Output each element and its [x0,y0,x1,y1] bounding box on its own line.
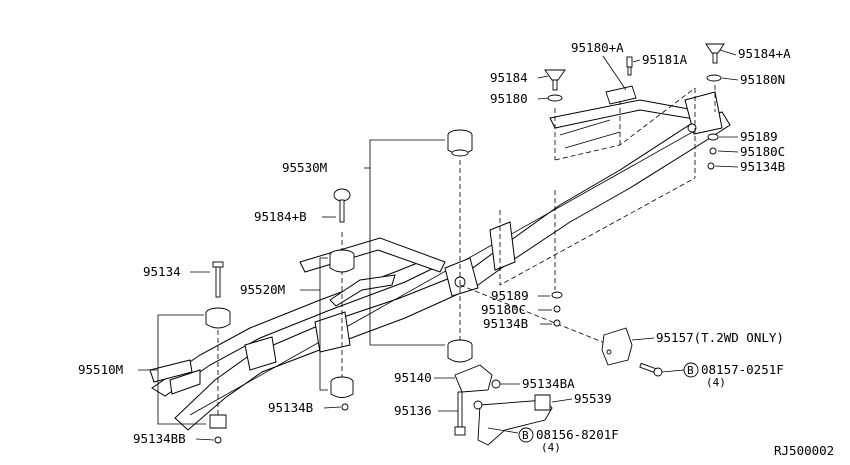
label-95530m: 95530M [282,160,327,175]
dashed-guides [217,85,716,415]
label-95520m: 95520M [240,282,285,297]
label-95184a: 95184+A [738,46,791,61]
label-08156-qty: (4) [541,441,561,454]
label-95134: 95134 [143,264,181,279]
label-95134b-low: 95134B [268,400,313,415]
mount-95530m-lower [447,339,473,363]
label-95180: 95180 [490,91,528,106]
label-08157-qty: (4) [706,376,726,389]
bolt-callout-08157: B [683,362,699,378]
label-95180a: 95180+A [571,40,624,55]
label-95180c-top: 95180C [740,144,785,159]
mount-95510m-upper [205,307,231,329]
label-95510m: 95510M [78,362,123,377]
diagram-reference-code: RJ500002 [774,443,834,458]
label-95184: 95184 [490,70,528,85]
label-95189-mid: 95189 [491,288,529,303]
mount-95157 [601,327,663,377]
hardware-upper-right [214,43,725,444]
label-95134b-mid: 95134B [483,316,528,331]
bracket-95539 [473,394,553,446]
label-95136: 95136 [394,403,432,418]
label-95134ba: 95134BA [522,376,575,391]
bolt-callout-08156: B [518,427,534,443]
mount-95530m-upper [447,129,473,157]
label-95181a: 95181A [642,52,688,67]
label-95134b-top: 95134B [740,159,785,174]
label-95140: 95140 [394,370,432,385]
bracket-95140 [454,364,501,393]
label-95180c-mid: 95180C [481,302,526,317]
label-95157: 95157(T.2WD ONLY) [656,330,784,345]
mount-95520m-upper [329,249,355,273]
chassis-frame [149,91,731,431]
label-95180n: 95180N [740,72,785,87]
bolt-symbol-b: B [687,364,694,377]
label-95134bb: 95134BB [133,431,186,446]
part-labels: 95180+A 95181A 95184+A 95184 95180N 9518… [78,40,834,458]
label-08157: 08157-0251F [701,362,784,377]
mount-95510m-lower [209,414,227,429]
label-95539: 95539 [574,391,612,406]
bolt-95136 [454,391,466,436]
mount-95520m-lower [330,376,354,398]
label-95189-top: 95189 [740,129,778,144]
bolt-symbol-b-2: B [522,429,529,442]
bolt-95184b [333,188,351,223]
leader-lines [138,49,739,441]
bolt-95134 [212,261,224,298]
label-08156: 08156-8201F [536,427,619,442]
label-95184b: 95184+B [254,209,307,224]
